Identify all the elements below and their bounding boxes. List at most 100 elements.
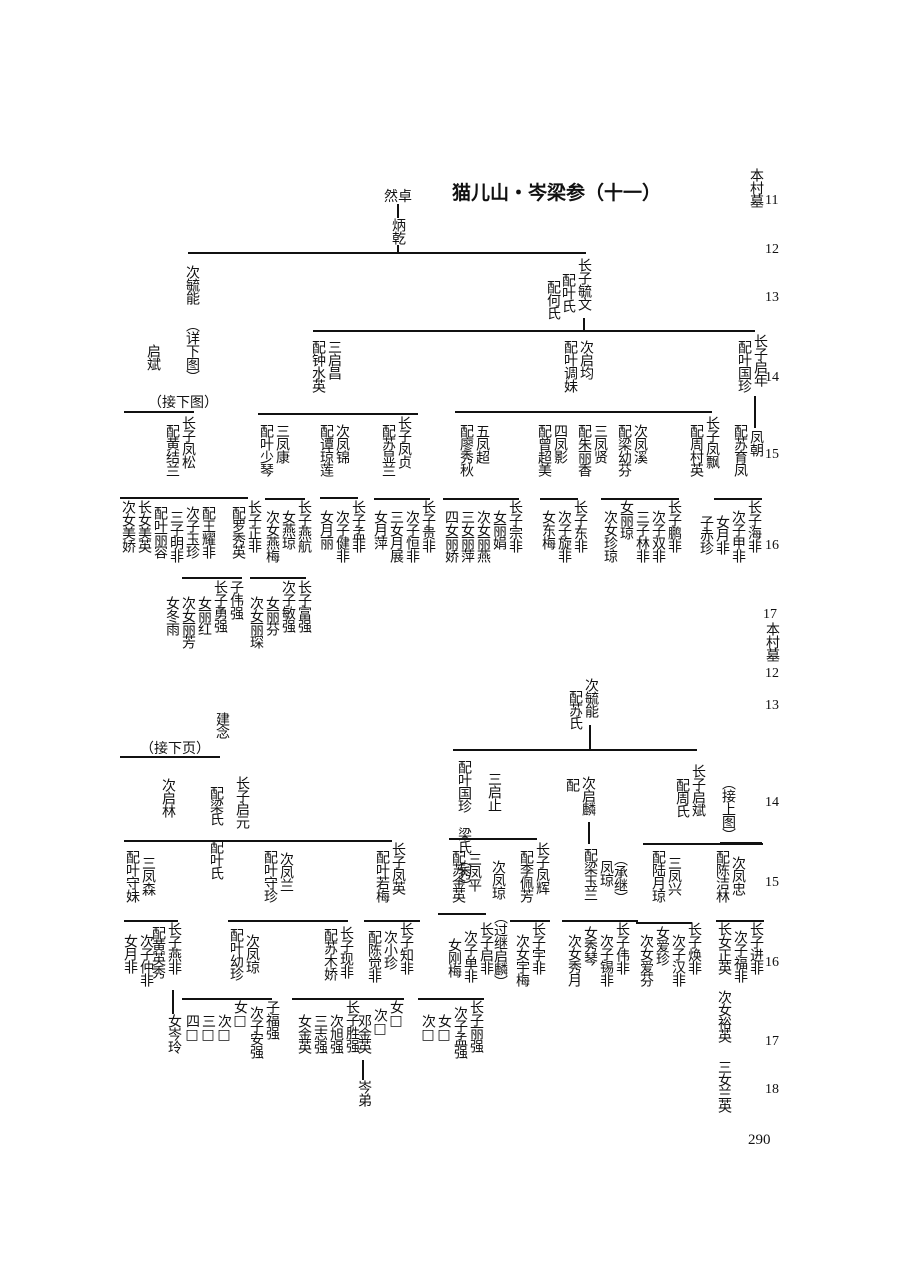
gen-label: 11 — [765, 193, 779, 208]
g17-person: 女□ — [388, 1000, 404, 1028]
g16-person: 配黄英秀 — [150, 926, 166, 978]
g17-person: 女丽红 — [196, 596, 212, 635]
g15-spouse: 配黄结兰 — [164, 424, 180, 476]
g15-spouse: 配谭琼莲 — [318, 424, 334, 476]
village-tag: 本村墓 — [748, 168, 764, 207]
g17-person: 次子敏强 — [280, 580, 296, 632]
g16-person: 次女爱芬 — [638, 934, 654, 986]
g14-ci-spouse: 配叶调妹 — [562, 340, 578, 392]
g16-person: 长子现非 — [338, 926, 354, 978]
g16-person: 长子东非 — [572, 500, 588, 552]
tree-line — [182, 577, 242, 579]
g16-person: 配苏木娇 — [322, 928, 338, 980]
g16-person: 次子锡非 — [598, 934, 614, 986]
g16-person: 长子伟非 — [614, 922, 630, 974]
qibin-note: （接下图） — [148, 395, 218, 411]
gen-label: 13 — [765, 698, 779, 713]
tree-line — [714, 498, 762, 500]
gen-label: 16 — [765, 538, 779, 553]
g14-san-spouse: 配钟水英 — [310, 340, 326, 392]
tree-line — [265, 498, 305, 500]
tree-line — [172, 990, 174, 1014]
g16-person: 女月萍 — [372, 510, 388, 549]
g16-person: 长子宇非 — [530, 922, 546, 974]
tree-line — [588, 822, 590, 844]
g15-name: 长子凤英 — [390, 842, 406, 894]
g16-person: 长子启非 — [478, 922, 494, 974]
tree-line — [292, 998, 404, 1000]
g16-person: 长女美英 — [136, 500, 152, 552]
gen-label: 12 — [765, 666, 779, 681]
g15-name: 三凤康 — [274, 424, 290, 463]
jiannian-note: （接下页） — [140, 741, 210, 757]
g17-person: 子伟强 — [228, 580, 244, 619]
gen-label: 14 — [765, 795, 779, 810]
g16-person: 长子燕航 — [296, 500, 312, 552]
tree-line — [449, 838, 537, 840]
second-son-neng-note: （详下图） — [184, 318, 200, 383]
g16-person: 长子燕非 — [166, 922, 182, 974]
g17-person: 女金英 — [296, 1014, 312, 1053]
gen-label: 16 — [765, 955, 779, 970]
g15-note: （承继） — [612, 852, 628, 904]
g17-person: 次女丽琛 — [248, 596, 264, 648]
tree-line — [589, 725, 591, 750]
tree-line — [397, 245, 399, 253]
page-title: 猫儿山・岑梁参（十一） — [452, 182, 662, 204]
gen-label: 13 — [765, 290, 779, 305]
g17-person: 子福强 — [264, 1000, 280, 1039]
g16-person: 三女兰英 — [716, 1060, 732, 1112]
g16-person: 次女珍琼 — [602, 510, 618, 562]
g15-spouse: 配苏显兰 — [380, 424, 396, 476]
g16-person: 次子双非 — [650, 510, 666, 562]
g16-person: 次女裕英 — [716, 990, 732, 1042]
g15-spouse: 配周村英 — [688, 424, 704, 476]
g16-person: 次子玉珍 — [184, 506, 200, 558]
g15-spouse: 配李佩芳 — [518, 850, 534, 902]
gen12-ancestor: 炳乾 — [390, 218, 406, 244]
g15-name: 三凤兴 — [666, 856, 682, 895]
tree-line — [601, 498, 679, 500]
bottom-root: 次毓能 — [583, 678, 599, 717]
g16-note: （过继启麟） — [492, 910, 508, 988]
g16-person: 女刚梅 — [446, 938, 462, 977]
g17-person: 次旭强 — [328, 1014, 344, 1053]
gen-label: 17 — [765, 1034, 779, 1049]
g14-zhang: 长子启年 — [752, 334, 768, 386]
g15-name: 次凤锦 — [334, 424, 350, 463]
g16-person: 次子健非 — [334, 510, 350, 562]
g15-spouse: 配陆月琼 — [650, 850, 666, 902]
tree-line — [636, 922, 692, 924]
gen-label: 18 — [765, 1082, 779, 1097]
g17-person: 女丽芬 — [264, 596, 280, 635]
tree-line — [320, 497, 358, 499]
g16-person: 长子贵非 — [420, 500, 436, 552]
g14-name: 长子启元 — [234, 776, 250, 828]
g15-name: 次凤兰 — [278, 852, 294, 891]
g16-person: 女燕琼 — [280, 510, 296, 549]
tree-line — [716, 920, 764, 922]
tree-line — [754, 396, 756, 428]
g17-person: 次女丽芳 — [180, 596, 196, 648]
g16-person: 子赤珍 — [698, 515, 714, 554]
g16-person: 次小珍 — [382, 930, 398, 969]
qibin: 启斌 — [145, 344, 161, 370]
tree-line — [583, 318, 585, 331]
tree-line — [720, 842, 762, 844]
g16-person: 长子宗非 — [507, 500, 523, 552]
g16-person: 次女丽燕 — [475, 510, 491, 562]
g15-name: 长子凤辉 — [534, 842, 550, 894]
g15-name: 长子凤飘 — [704, 416, 720, 468]
g15-spouse: 配梁玉兰 — [582, 848, 598, 900]
g17-person: 长子勇强 — [212, 580, 228, 632]
g15-spouse: 配苏金英 — [450, 850, 466, 902]
gen-label: 17 — [763, 607, 777, 622]
g16-person: 长子焕非 — [686, 922, 702, 974]
g14-zhang-spouse: 配叶国珍 — [736, 340, 752, 392]
village-tag: 本村墓 — [764, 622, 780, 661]
g15-spouse: 配梁幼芬 — [616, 424, 632, 476]
g14-name: 长子启斌 — [690, 764, 706, 816]
g17-person: 长子丽强 — [468, 1000, 484, 1052]
g15-spouse: 配叶守珍 — [262, 850, 278, 902]
g16-person: 长子正非 — [246, 500, 262, 552]
